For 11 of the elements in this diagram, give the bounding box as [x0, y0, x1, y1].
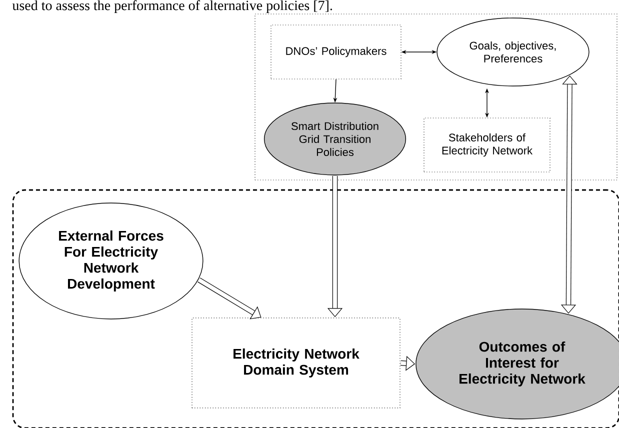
- arrow: [198, 278, 262, 320]
- ellipse-node: Goals, objectives, Preferences: [436, 18, 590, 86]
- ellipse-node: Outcomes of Interest for Electricity Network: [416, 308, 619, 420]
- caption-text: used to assess the performance of alternative policies [7].: [12, 0, 332, 14]
- dotted-box: Electricity Network Domain System: [192, 318, 400, 408]
- dotted-box: Stakeholders of Electricity Network: [424, 118, 550, 172]
- dotted-box: DNOs’ Policymakers: [270, 24, 402, 80]
- dotted-frame: [254, 14, 618, 180]
- dashed-frame: [12, 189, 619, 428]
- ellipse-node: Smart Distribution Grid Transition Policies: [264, 102, 406, 176]
- ellipse-node: External Forces For Electricity Network Development: [18, 202, 204, 320]
